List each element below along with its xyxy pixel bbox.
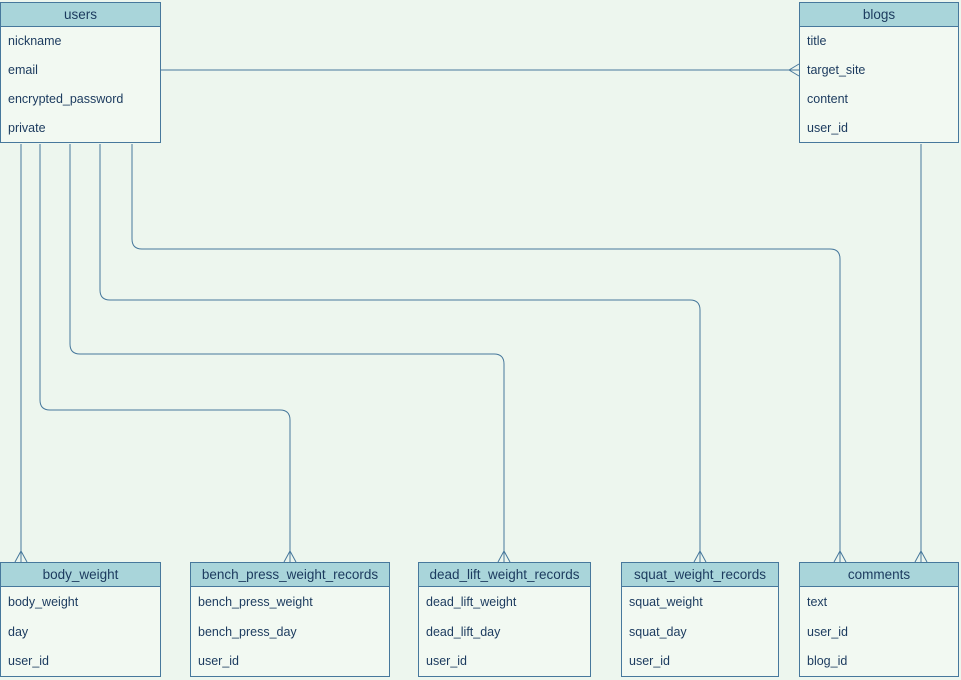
entity-field-user_id: user_id — [426, 654, 467, 669]
entity-title-blogs: blogs — [800, 3, 958, 27]
entity-field-user_id: user_id — [8, 654, 49, 669]
entity-title-bench_press_weight_records: bench_press_weight_records — [191, 563, 389, 587]
relationship-blogs-comments — [914, 144, 928, 563]
entity-title-comments: comments — [800, 563, 958, 587]
entity-field-body_weight: body_weight — [8, 594, 79, 609]
entity-fields: text user_id blog_id — [800, 587, 958, 676]
entity-title-dead_lift_weight_records: dead_lift_weight_records — [419, 563, 590, 587]
entity-field-blog_id: blog_id — [807, 654, 848, 669]
entity-field-title: title — [807, 34, 827, 49]
entity-field-nickname: nickname — [8, 34, 62, 49]
entity-title-body_weight: body_weight — [1, 563, 160, 587]
entity-field-dead_lift_day: dead_lift_day — [426, 624, 501, 639]
entity-field-target_site: target_site — [807, 63, 866, 78]
entity-fields: dead_lift_weight dead_lift_day user_id — [419, 587, 590, 676]
entity-field-bench_press_weight: bench_press_weight — [198, 594, 313, 609]
entity-field-user_id: user_id — [807, 624, 848, 639]
relationship-users-squat_weight_records — [99, 144, 707, 563]
entity-title-squat_weight_records: squat_weight_records — [622, 563, 778, 587]
relationship-users-comments — [131, 144, 847, 563]
entity-title-users: users — [1, 3, 160, 27]
relationship-users-dead_lift_weight_records — [69, 144, 511, 563]
relationship-users-blogs — [161, 63, 800, 77]
entity-squat_weight_records[interactable]: squat_weight_records squat_weight squat_da… — [621, 562, 779, 677]
entity-field-content: content — [807, 91, 849, 106]
relationship-users-body_weight — [14, 144, 28, 563]
entity-field-email: email — [8, 63, 38, 78]
relationship-users-bench_press_weight_records — [39, 144, 297, 563]
entity-field-user_id: user_id — [807, 120, 848, 135]
entity-field-user_id: user_id — [629, 654, 670, 669]
entity-fields: squat_weight squat_day user_id — [622, 587, 778, 676]
entity-field-dead_lift_weight: dead_lift_weight — [426, 594, 517, 609]
entity-field-text: text — [807, 594, 828, 609]
entity-field-user_id: user_id — [198, 654, 239, 669]
entity-field-squat_day: squat_day — [629, 624, 687, 639]
entity-field-day: day — [8, 624, 29, 639]
entity-field-private: private — [8, 120, 46, 135]
entity-comments[interactable]: comments text user_id blog_id — [799, 562, 959, 677]
entity-fields: bench_press_weight bench_press_day user_id — [191, 587, 389, 676]
entity-field-encrypted_password: encrypted_password — [8, 91, 124, 106]
entity-field-bench_press_day: bench_press_day — [198, 624, 297, 639]
entity-field-squat_weight: squat_weight — [629, 594, 703, 609]
